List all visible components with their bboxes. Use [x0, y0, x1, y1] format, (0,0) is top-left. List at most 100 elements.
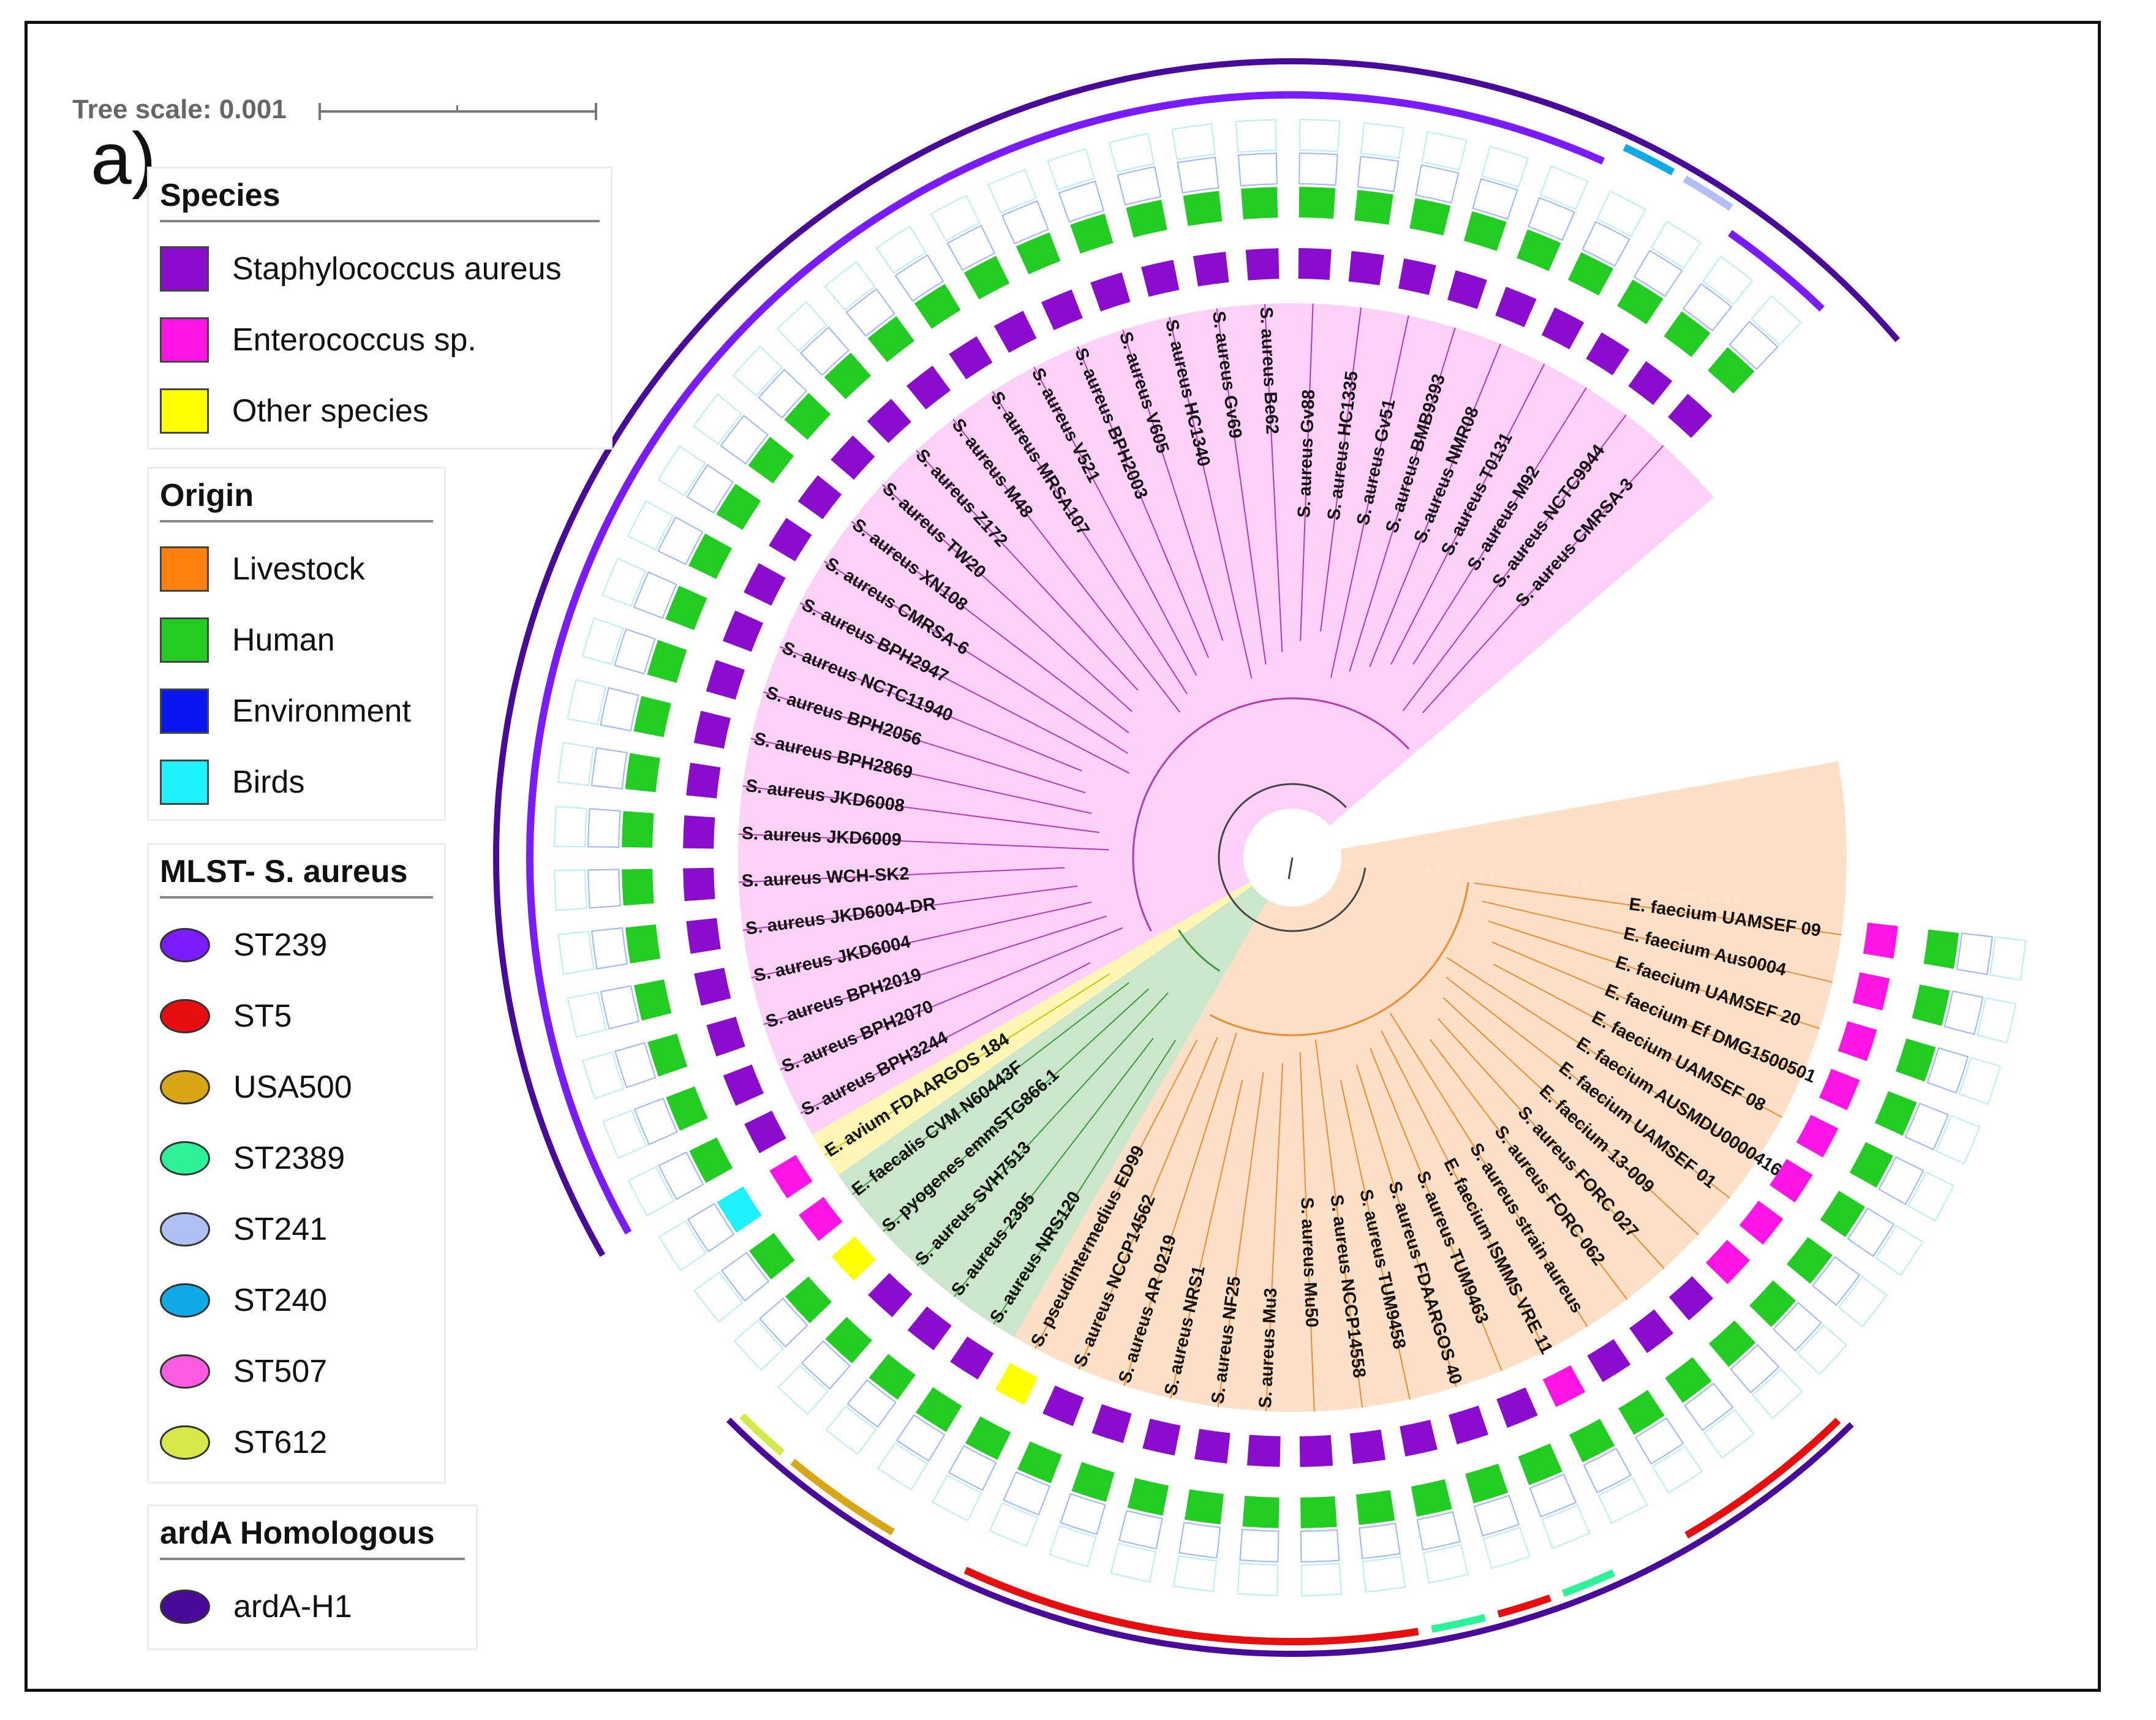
origin-empty-cell [1874, 1224, 1924, 1277]
mlst-arc [1683, 175, 1733, 211]
species-cell [831, 1236, 876, 1281]
species-cell [1090, 272, 1131, 312]
origin-empty-cell [1298, 119, 1341, 153]
tree-branch [1491, 941, 1803, 1074]
species-legend-title: Species [160, 177, 600, 222]
origin-empty-cell [581, 617, 624, 666]
origin-cell [665, 586, 707, 630]
tree-branch [1442, 997, 1699, 1235]
tree-branch [750, 737, 1092, 814]
origin-empty-cell [1415, 164, 1460, 204]
mlst-legend-label: ST241 [233, 1212, 328, 1247]
origin-cell [1242, 1496, 1280, 1528]
mlst-legend-label: ST2389 [233, 1141, 345, 1176]
origin-empty-cell [875, 225, 927, 274]
tree-branch [1381, 1030, 1547, 1351]
tree-branch [1217, 1072, 1264, 1407]
mlst-legend-item: ST240 [160, 1265, 433, 1336]
origin-empty-cell [1651, 1445, 1703, 1494]
arda-legend: ardA Homologous ardA-H1 [147, 1504, 478, 1650]
species-cell [769, 518, 812, 562]
origin-empty-cell [633, 571, 677, 619]
tree-branch [1369, 343, 1501, 667]
tree-branch [1412, 387, 1587, 665]
origin-empty-cell [758, 369, 808, 419]
mlst-arc [1561, 1569, 1615, 1597]
origin-cell [1354, 190, 1393, 225]
tree-branch [916, 450, 1139, 691]
origin-empty-cell [600, 687, 639, 732]
mlst-arc [1497, 1594, 1552, 1618]
species-cell [723, 1064, 764, 1106]
origin-swatch [160, 760, 209, 805]
origin-cell [633, 696, 671, 737]
tree-scale-label: Tree scale: 0.001 [72, 94, 287, 124]
origin-cell [1569, 1419, 1615, 1463]
species-cell [683, 815, 715, 849]
origin-empty-cell [1728, 320, 1779, 371]
origin-empty-cell [600, 985, 640, 1030]
mlst-arc [1728, 230, 1825, 312]
origin-cell [647, 639, 687, 683]
tree-branches [738, 303, 1842, 1412]
origin-empty-cell [1730, 1344, 1780, 1394]
tree-branch [799, 602, 1129, 774]
mlst-arc [1684, 1417, 1841, 1539]
mlst-legend-item: ST239 [160, 910, 433, 981]
origin-cell [717, 1186, 762, 1233]
species-legend-item: Other species [160, 375, 600, 447]
origin-empty-cell [591, 927, 628, 970]
species-cell [706, 660, 745, 700]
origin-empty-cell [989, 1502, 1039, 1547]
origin-cell [825, 1316, 872, 1364]
origin-empty-cell [1481, 145, 1529, 188]
species-cell [694, 967, 731, 1006]
origin-cell [748, 437, 794, 484]
origin-cell [1912, 984, 1950, 1026]
clade-background [838, 885, 1268, 1337]
tree-branch [1035, 1039, 1198, 1349]
mlst-legend-item: USA500 [160, 1052, 433, 1123]
species-cell [798, 1197, 843, 1242]
tree-branch [738, 867, 1065, 883]
origin-cell [1874, 1091, 1917, 1136]
origin-empty-cell [1235, 119, 1277, 153]
species-cell [1586, 332, 1630, 375]
origin-empty-cell [657, 516, 704, 565]
mlst-legend-item: ST5 [160, 981, 433, 1052]
tree-branch [1355, 1064, 1457, 1387]
origin-empty-cell [1956, 932, 1993, 975]
species-cell [693, 711, 731, 749]
species-cell [907, 1306, 952, 1351]
origin-empty-cell [1357, 156, 1400, 192]
species-cell [1193, 251, 1229, 287]
tree-branch [1122, 330, 1224, 641]
origin-empty-cell [1529, 1473, 1577, 1518]
species-swatch [160, 317, 209, 363]
tree-branch [1264, 304, 1283, 652]
origin-cell [1463, 211, 1507, 251]
origin-empty-cell [946, 225, 996, 271]
tree-branch [742, 885, 1078, 931]
origin-empty-cell [587, 808, 621, 848]
origin-empty-cell [693, 1271, 744, 1323]
mlst-legend-label: ST507 [233, 1354, 328, 1389]
origin-cell [1749, 1280, 1796, 1327]
origin-empty-cell [1528, 197, 1575, 241]
tree-branch [1314, 1039, 1363, 1408]
tree-branch [1077, 346, 1209, 658]
origin-empty-cell [686, 464, 734, 514]
origin-legend-label: Environment [232, 693, 411, 729]
mlst-legend-label: ST5 [233, 998, 292, 1034]
species-cell [1400, 1419, 1438, 1457]
tree-branch [1370, 1047, 1502, 1371]
tree-branch [780, 927, 1123, 1071]
species-cell [1796, 1115, 1839, 1158]
origin-empty-cell [1878, 1156, 1924, 1205]
origin-empty-cell [601, 557, 647, 607]
species-cell [683, 867, 715, 902]
origin-empty-cell [1583, 1447, 1632, 1494]
tree-branch [1170, 1079, 1243, 1399]
origin-cell [1518, 1443, 1562, 1485]
